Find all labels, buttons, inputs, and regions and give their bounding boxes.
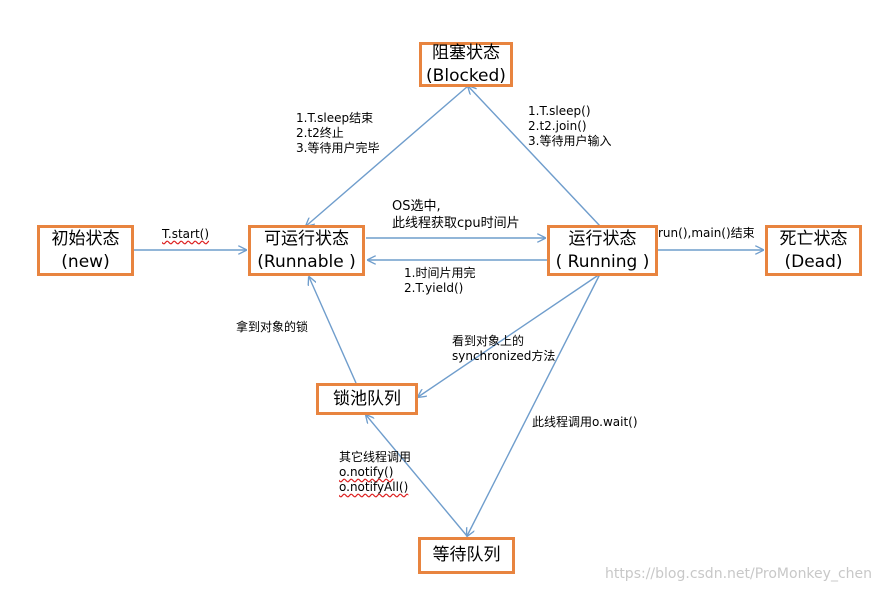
state-blocked-name: 阻塞状态 [432, 42, 500, 63]
label-time-slice-line1: 1.时间片用完 [404, 266, 476, 280]
label-notify: 其它线程调用 o.notify() o.notifyAll() [339, 450, 411, 495]
label-time-slice: 1.时间片用完 2.T.yield() [404, 266, 475, 296]
label-start-text: T.start() [162, 227, 210, 241]
label-notify-line1: 其它线程调用 [339, 450, 412, 464]
state-runnable-english: (Runnable ) [257, 251, 356, 272]
state-running: 运行状态 ( Running ) [547, 225, 658, 276]
label-running-to-blocked-line3: 3.等待用户输入 [528, 134, 612, 148]
state-wait-queue: 等待队列 [418, 537, 515, 574]
state-new-name: 初始状态 [51, 228, 120, 249]
label-notify-line3: o.notifyAll() [339, 480, 409, 494]
arrow-running-to-blocked [468, 86, 601, 227]
state-blocked-english: (Blocked) [426, 65, 506, 86]
label-run-end: run(),main()结束 [658, 226, 755, 241]
label-os-select-line2: 此线程获取cpu时间片 [392, 216, 520, 231]
watermark: https://blog.csdn.net/ProMonkey_chen [604, 566, 872, 582]
label-see-sync-line2: synchronized方法 [452, 349, 556, 363]
state-runnable: 可运行状态 (Runnable ) [248, 225, 365, 276]
label-get-lock-text: 拿到对象的锁 [236, 320, 309, 334]
label-blocked-to-runnable-line1: 1.T.sleep结束 [296, 111, 374, 125]
state-new-english: (new) [61, 251, 110, 272]
arrow-wait-queue-to-lock-pool [366, 415, 468, 537]
label-run-end-text: run(),main()结束 [658, 226, 755, 240]
label-see-sync-line1: 看到对象上的 [452, 334, 525, 348]
state-running-english: ( Running ) [555, 251, 650, 272]
label-wait-text: 此线程调用o.wait() [532, 415, 638, 429]
label-get-lock: 拿到对象的锁 [236, 320, 308, 335]
label-os-select: OS选中, 此线程获取cpu时间片 [392, 198, 520, 232]
label-notify-line2: o.notify() [339, 465, 394, 479]
arrow-lock-pool-to-runnable [309, 277, 357, 384]
label-running-to-blocked-line1: 1.T.sleep() [528, 104, 591, 118]
state-lock-pool: 锁池队列 [316, 383, 418, 415]
state-dead-name: 死亡状态 [779, 228, 848, 249]
state-lock-pool-name: 锁池队列 [333, 388, 401, 409]
label-blocked-to-runnable-line3: 3.等待用户完毕 [296, 141, 380, 155]
state-runnable-name: 可运行状态 [264, 228, 349, 249]
label-see-sync: 看到对象上的 synchronized方法 [452, 334, 555, 364]
arrow-blocked-to-runnable [306, 85, 469, 226]
label-running-to-blocked: 1.T.sleep() 2.t2.join() 3.等待用户输入 [528, 104, 611, 149]
state-blocked: 阻塞状态 (Blocked) [419, 42, 513, 87]
label-wait: 此线程调用o.wait() [532, 415, 638, 430]
state-running-name: 运行状态 [568, 228, 637, 249]
label-os-select-line1: OS选中, [392, 199, 441, 214]
label-time-slice-line2: 2.T.yield() [404, 281, 464, 295]
state-wait-queue-name: 等待队列 [432, 545, 501, 565]
state-dead: 死亡状态 (Dead) [765, 225, 862, 276]
label-blocked-to-runnable-line2: 2.t2终止 [296, 126, 344, 140]
arrow-running-to-lock-pool [418, 273, 601, 397]
label-start: T.start() [162, 227, 209, 242]
label-running-to-blocked-line2: 2.t2.join() [528, 119, 587, 133]
arrow-running-to-wait-queue [467, 273, 601, 536]
state-new: 初始状态 (new) [37, 225, 134, 276]
state-dead-english: (Dead) [784, 251, 843, 272]
label-blocked-to-runnable: 1.T.sleep结束 2.t2终止 3.等待用户完毕 [296, 111, 379, 156]
